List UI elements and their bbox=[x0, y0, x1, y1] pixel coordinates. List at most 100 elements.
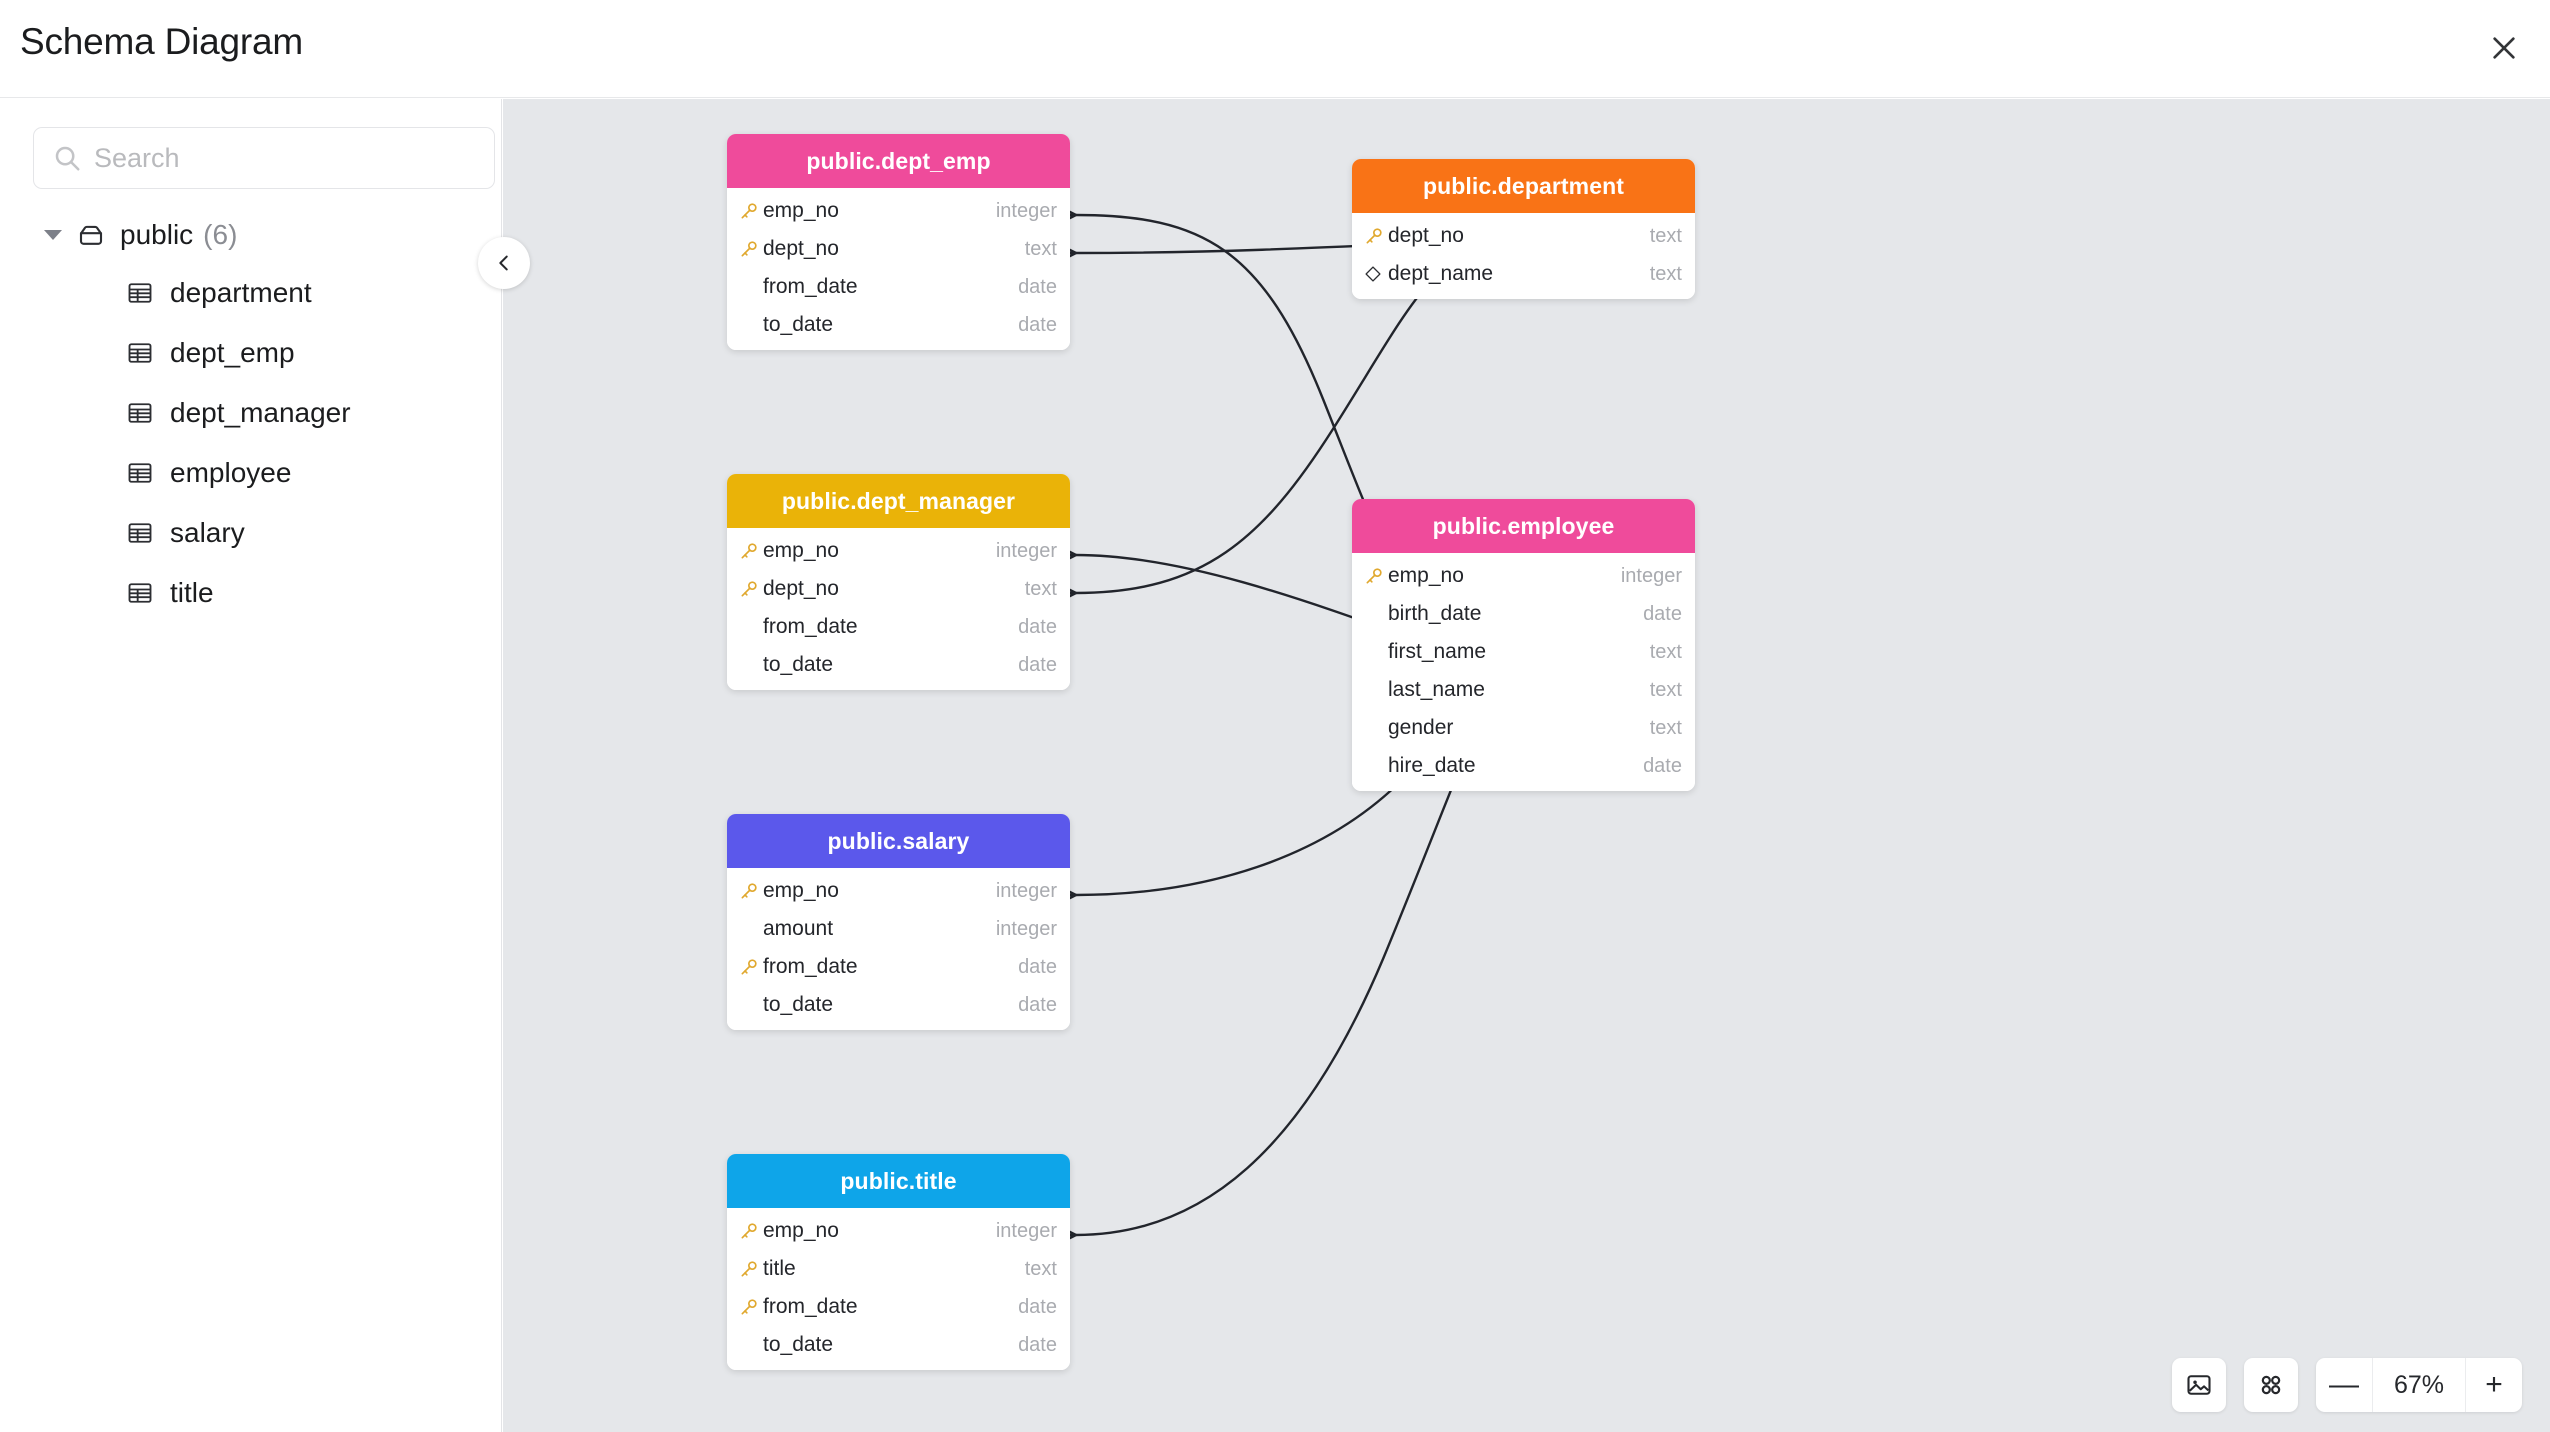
column-row[interactable]: title text bbox=[727, 1250, 1070, 1288]
column-type: text bbox=[1649, 678, 1682, 701]
sidebar-item-dept_emp[interactable]: dept_emp bbox=[0, 323, 502, 383]
table-node-header[interactable]: public.salary bbox=[727, 814, 1070, 868]
sidebar-item-label: employee bbox=[170, 457, 292, 488]
column-row[interactable]: emp_no integer bbox=[727, 192, 1070, 230]
column-name: title bbox=[763, 1257, 796, 1280]
table-icon bbox=[126, 339, 154, 367]
window-header: Schema Diagram bbox=[0, 0, 2550, 98]
search-input[interactable] bbox=[94, 142, 476, 174]
column-type: date bbox=[1018, 993, 1057, 1016]
column-name: to_date bbox=[763, 653, 834, 676]
key-icon bbox=[1364, 566, 1388, 586]
sidebar-collapse-button[interactable] bbox=[478, 237, 530, 289]
column-name: emp_no bbox=[763, 539, 839, 562]
column-type: text bbox=[1649, 224, 1682, 247]
column-row[interactable]: dept_name text bbox=[1352, 255, 1695, 293]
tree-root-public[interactable]: public (6) bbox=[0, 207, 502, 263]
column-name: gender bbox=[1388, 716, 1454, 739]
sidebar-item-dept_manager[interactable]: dept_manager bbox=[0, 383, 502, 443]
column-name: amount bbox=[763, 917, 834, 940]
sidebar-item-salary[interactable]: salary bbox=[0, 503, 502, 563]
column-type: integer bbox=[995, 1219, 1057, 1242]
key-icon bbox=[739, 1221, 763, 1241]
table-node-header[interactable]: public.dept_manager bbox=[727, 474, 1070, 528]
table-node-header[interactable]: public.title bbox=[727, 1154, 1070, 1208]
caret-down-icon[interactable] bbox=[44, 230, 62, 240]
search-box[interactable] bbox=[33, 127, 495, 189]
column-type: text bbox=[1024, 1257, 1057, 1280]
tree-root-label: public bbox=[120, 219, 194, 250]
column-row[interactable]: to_date date bbox=[727, 986, 1070, 1024]
table-node-header[interactable]: public.employee bbox=[1352, 499, 1695, 553]
table-icon bbox=[126, 459, 154, 487]
column-type: text bbox=[1024, 577, 1057, 600]
column-name: birth_date bbox=[1388, 602, 1482, 625]
column-type: date bbox=[1018, 275, 1057, 298]
key-icon bbox=[739, 1297, 763, 1317]
column-name: dept_no bbox=[763, 237, 839, 260]
schema-icon bbox=[76, 220, 106, 250]
sidebar-item-title[interactable]: title bbox=[0, 563, 502, 623]
sidebar-item-label: dept_manager bbox=[170, 397, 351, 428]
column-name: emp_no bbox=[763, 199, 839, 222]
column-type: text bbox=[1649, 262, 1682, 285]
zoom-in-button[interactable]: + bbox=[2485, 1368, 2503, 1401]
close-icon[interactable] bbox=[2476, 20, 2532, 76]
export-image-button[interactable] bbox=[2172, 1358, 2226, 1412]
key-icon bbox=[739, 579, 763, 599]
table-node-header[interactable]: public.dept_emp bbox=[727, 134, 1070, 188]
auto-layout-button[interactable] bbox=[2244, 1358, 2298, 1412]
column-type: integer bbox=[995, 879, 1057, 902]
schema-tree: public (6) department dept_emp dept_manage… bbox=[0, 207, 502, 623]
key-icon bbox=[739, 1259, 763, 1279]
column-name: hire_date bbox=[1388, 754, 1476, 777]
column-name: emp_no bbox=[1388, 564, 1464, 587]
column-type: text bbox=[1649, 716, 1682, 739]
column-name: from_date bbox=[763, 955, 858, 978]
column-name: from_date bbox=[763, 275, 858, 298]
column-row[interactable]: from_date date bbox=[727, 268, 1070, 306]
column-name: to_date bbox=[763, 993, 834, 1016]
zoom-level-label[interactable]: 67% bbox=[2372, 1358, 2466, 1412]
sidebar-item-employee[interactable]: employee bbox=[0, 443, 502, 503]
key-icon bbox=[739, 881, 763, 901]
column-name: dept_name bbox=[1388, 262, 1494, 285]
column-type: integer bbox=[995, 199, 1057, 222]
sidebar-item-label: dept_emp bbox=[170, 337, 295, 368]
column-name: from_date bbox=[763, 615, 858, 638]
table-node-header[interactable]: public.department bbox=[1352, 159, 1695, 213]
sidebar-item-department[interactable]: department bbox=[0, 263, 502, 323]
column-name: to_date bbox=[763, 1333, 834, 1356]
column-name: from_date bbox=[763, 1295, 858, 1318]
zoom-out-button[interactable]: — bbox=[2329, 1368, 2359, 1401]
table-icon bbox=[126, 399, 154, 427]
table-icon bbox=[126, 579, 154, 607]
column-row[interactable]: gender text bbox=[1352, 709, 1695, 747]
